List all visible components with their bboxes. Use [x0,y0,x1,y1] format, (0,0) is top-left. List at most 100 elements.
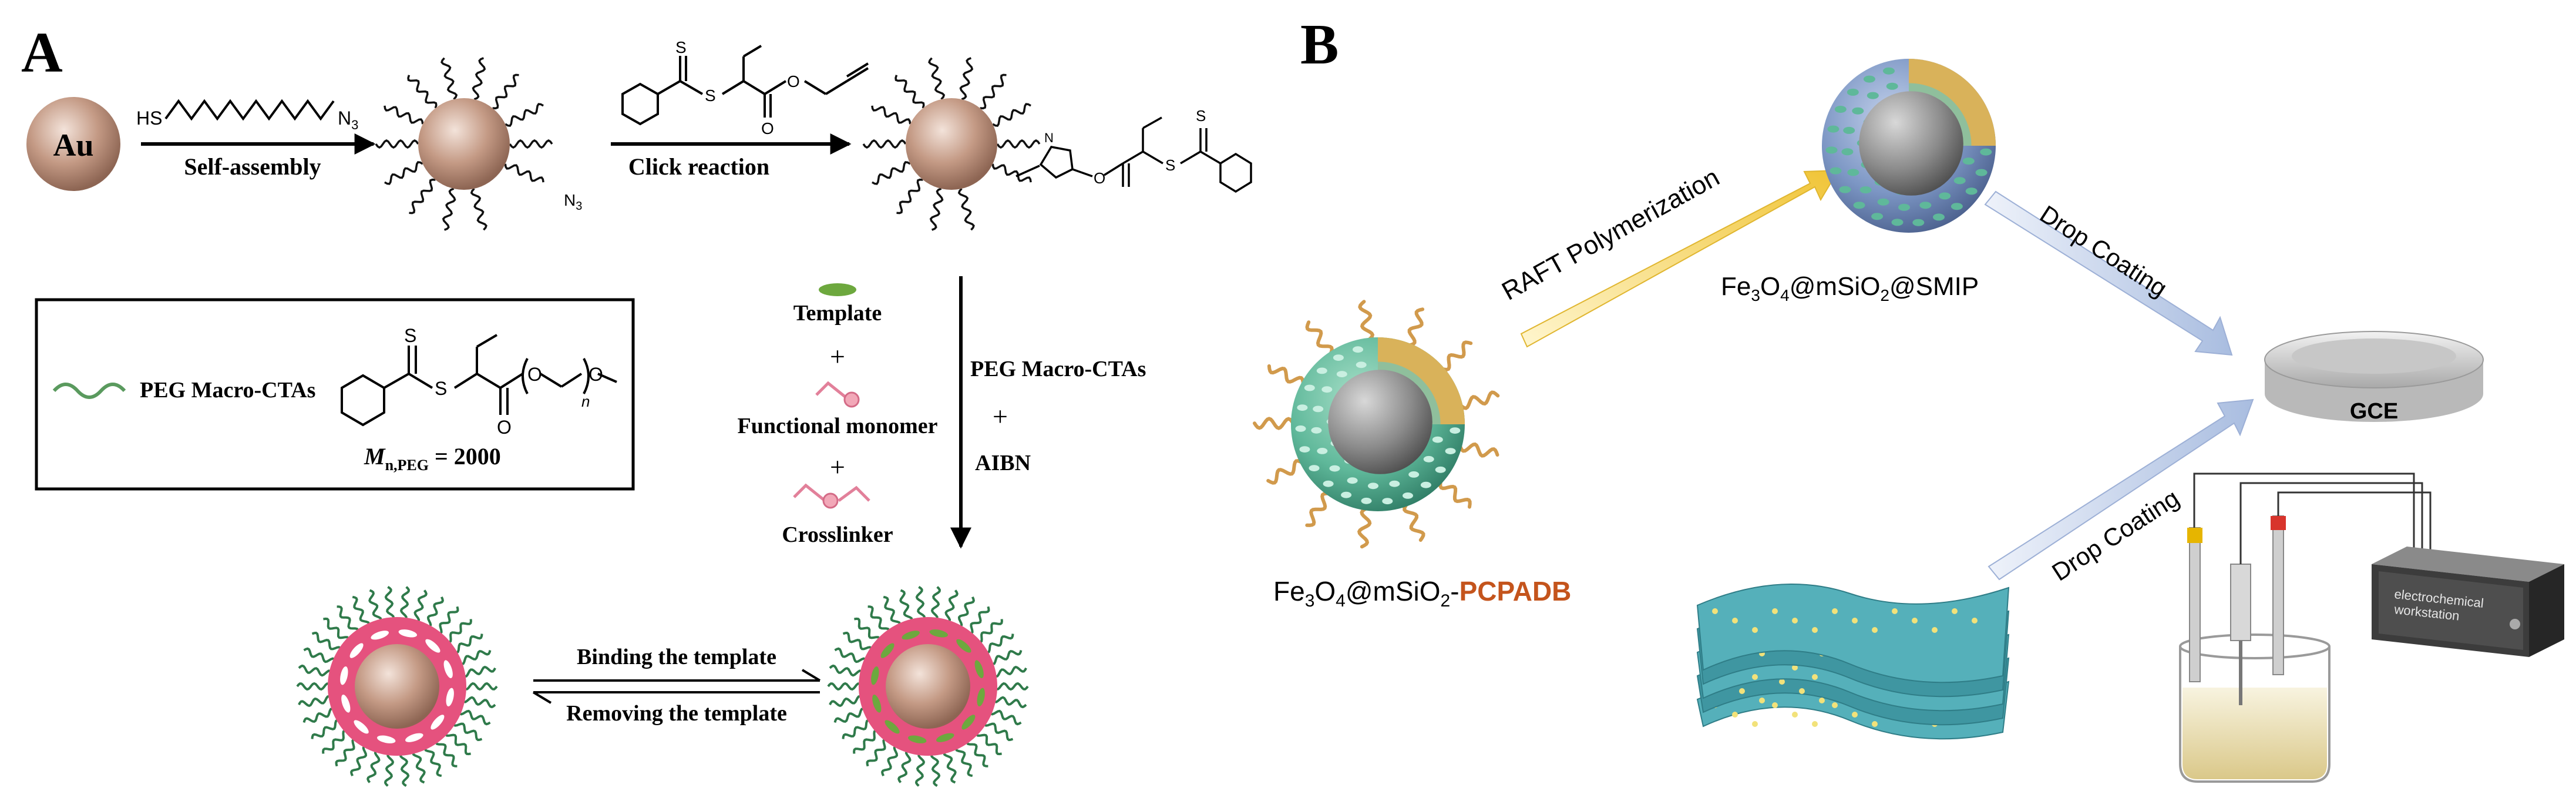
peg-brush-chain [436,606,459,635]
peg-brush-chain [335,738,358,767]
mesopore [1965,187,1978,195]
peg-brush-chain [853,729,880,754]
mesopore [1953,177,1966,185]
legend-o-label-1: O [497,417,512,438]
mesopore [1432,436,1443,443]
bound-template [929,629,949,638]
template-label: Template [793,301,882,326]
mesopore [1962,157,1975,165]
nanoparticle-dot [1752,627,1758,633]
electrochemical-workstation [2372,547,2564,657]
fe3o4-core [1859,91,1963,196]
triazole-n-label: N [1044,130,1054,145]
imprinted-cavity [443,660,453,678]
peg-brush-chain [366,748,381,783]
peg-brush-chain [957,596,975,629]
peg-brush-chain [829,695,865,708]
mesopore [1295,425,1306,432]
panel-b-letter: B [1300,13,1339,76]
peg-brush-chain [842,631,873,652]
mesopore [1859,186,1872,194]
imprinted-cavity [354,720,369,734]
peg-brush-chain [993,682,1029,691]
bound-template [961,715,976,730]
peg-brush-chain [866,738,889,767]
polymer-chain [1440,340,1473,372]
polymer-chain [1253,417,1295,430]
peg-brush-chain [460,696,496,709]
imprinted-cavity [340,666,348,685]
peg-brush-chain [991,696,1027,709]
peg-brush-chain [426,596,444,629]
polymer-chain [1438,479,1472,509]
ligand-chain [409,178,436,214]
imprinted-cavity [398,629,418,638]
cta-s-label-2: S [705,86,716,105]
mesopore [1321,386,1333,393]
cta-nanoparticle [862,57,1041,231]
mesopore [1309,465,1320,471]
legend-s-label-1: S [404,325,416,346]
drop-coating-arrow-2 [1988,398,2254,581]
peg-brush-chain [988,709,1022,726]
ligand-chain [375,139,419,149]
panel-a-letter: A [21,21,63,85]
mesopore [1299,446,1310,453]
bound-template [977,688,985,707]
mesopore [1368,482,1378,490]
mesopore [1843,126,1855,134]
ligand-chain [894,75,925,109]
peg-brush-chain [976,619,1003,644]
pcpadb-label: Fe3O4@mSiO2-PCPADB [1273,576,1571,611]
removing-arrowhead [532,691,552,704]
nanoparticle-dot [1852,618,1858,624]
ligand-chain [871,105,912,125]
peg-brush-chain [298,664,334,677]
mesopore [1403,492,1413,499]
bound-template [880,643,894,658]
peg-brush-chain [384,750,395,787]
ligand-chain [862,139,907,149]
au-nanoparticle [26,97,120,191]
peg-brush-chain [423,745,442,777]
polymer-chain [1403,502,1425,542]
nanoparticle-dot [1972,618,1978,624]
peg-brush-chain [991,665,1027,678]
binding-arrowhead [801,669,821,682]
peg-brush-chain [399,586,411,622]
mesopore [1420,481,1431,488]
peg-brush-chain [413,589,428,625]
peg-brush-chain [988,650,1023,666]
stacked-nanosheets [1696,584,2010,740]
bound-template [956,639,971,653]
peg-brush-chain [337,605,359,635]
peg-brush-chain [833,707,867,723]
fe3o4-core [1328,370,1432,474]
nanoparticle-dot [1799,688,1805,694]
nanoparticle-dot [1892,608,1898,614]
mesopore [1304,384,1315,391]
drop-coating-label-1: Drop Coating [2035,200,2172,302]
mesopore [1886,82,1898,90]
nanoparticle-dot [1792,618,1798,624]
crosslinker-icon [793,483,870,509]
macro-cta-structure [341,334,617,427]
mesopore [1834,106,1847,113]
nanoparticle-dot [1739,688,1745,694]
ligand-chain [440,57,458,100]
polymer-chain [1357,506,1372,549]
nanoparticle-dot [1792,712,1798,718]
functional-monomer-label: Functional monomer [738,414,938,438]
ligand-chain [980,73,1007,110]
ligand-chain [384,161,423,185]
mesopore [1898,203,1910,211]
nanoparticle-dot [1812,627,1818,633]
binding-label: Binding the template [577,645,776,669]
legend-o-label-3: O [588,364,603,385]
ligand-chain [492,73,519,110]
peg-brush-chain [460,665,496,678]
down-arrow-plus: + [993,401,1008,431]
mesopore [1863,75,1875,83]
nanoparticle-dot [1772,702,1778,708]
